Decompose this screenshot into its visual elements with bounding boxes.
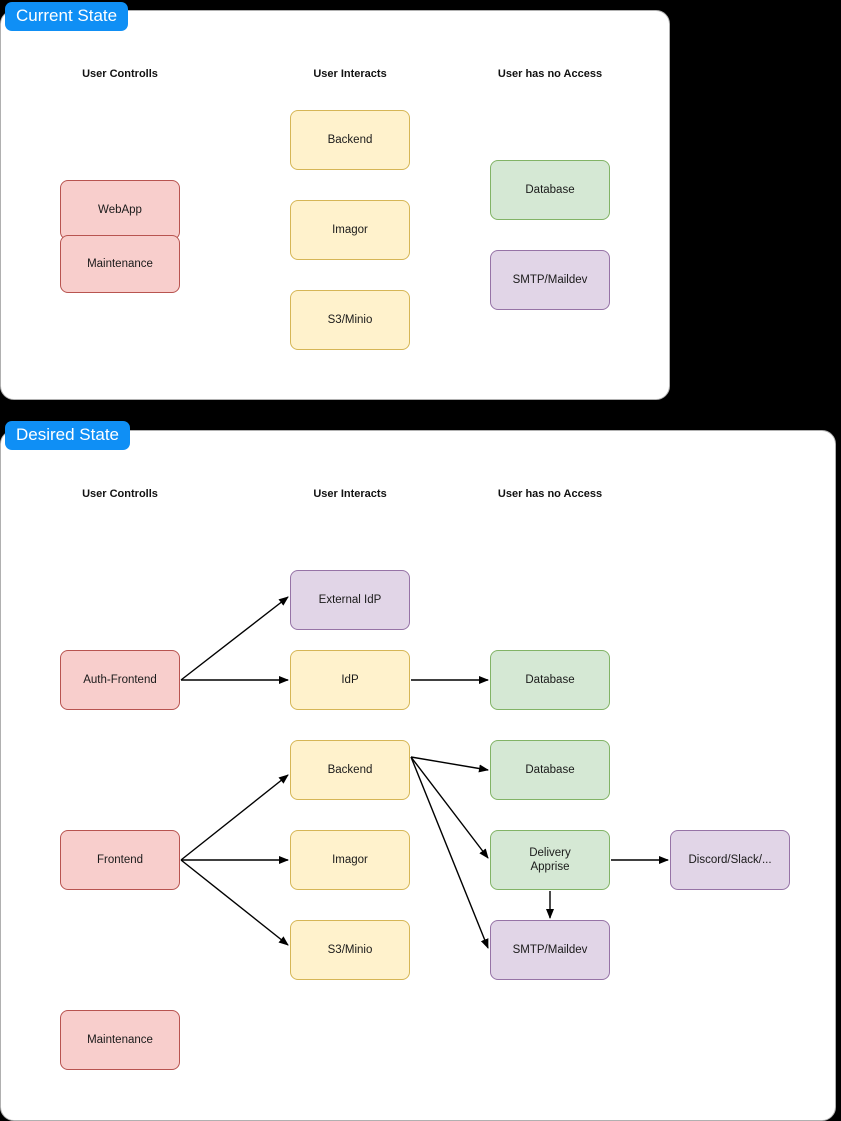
column-header-user-interacts-desired: User Interacts — [313, 488, 387, 500]
node-smtp-maildev-desired[interactable]: SMTP/Maildev — [490, 920, 610, 980]
node-external-idp[interactable]: External IdP — [290, 570, 410, 630]
node-database-current[interactable]: Database — [490, 160, 610, 220]
delivery-apprise-line1: Delivery — [529, 847, 571, 859]
node-idp[interactable]: IdP — [290, 650, 410, 710]
node-database-backend[interactable]: Database — [490, 740, 610, 800]
node-maintenance[interactable]: Maintenance — [60, 235, 180, 293]
node-frontend[interactable]: Frontend — [60, 830, 180, 890]
node-imagor-current[interactable]: Imagor — [290, 200, 410, 260]
node-auth-frontend[interactable]: Auth-Frontend — [60, 650, 180, 710]
state-tab-current[interactable]: Current State — [5, 2, 129, 31]
column-header-user-controls-current: User Controlls — [82, 68, 158, 80]
node-discord-slack[interactable]: Discord/Slack/... — [670, 830, 790, 890]
node-backend-desired[interactable]: Backend — [290, 740, 410, 800]
column-header-user-controls-desired: User Controlls — [82, 488, 158, 500]
node-s3minio-current[interactable]: S3/Minio — [290, 290, 410, 350]
node-maintenance-desired[interactable]: Maintenance — [60, 1010, 180, 1070]
state-tab-desired[interactable]: Desired State — [5, 421, 130, 450]
node-database-idp[interactable]: Database — [490, 650, 610, 710]
node-smtp-maildev-current[interactable]: SMTP/Maildev — [490, 250, 610, 310]
column-header-no-access-current: User has no Access — [497, 68, 603, 80]
node-delivery-apprise[interactable]: Delivery Apprise — [490, 830, 610, 890]
node-webapp[interactable]: WebApp — [60, 180, 180, 240]
column-header-no-access-desired: User has no Access — [497, 488, 603, 500]
node-s3minio-desired[interactable]: S3/Minio — [290, 920, 410, 980]
delivery-apprise-line2: Apprise — [530, 861, 570, 873]
column-header-user-interacts-current: User Interacts — [313, 68, 387, 80]
node-imagor-desired[interactable]: Imagor — [290, 830, 410, 890]
node-backend-current[interactable]: Backend — [290, 110, 410, 170]
